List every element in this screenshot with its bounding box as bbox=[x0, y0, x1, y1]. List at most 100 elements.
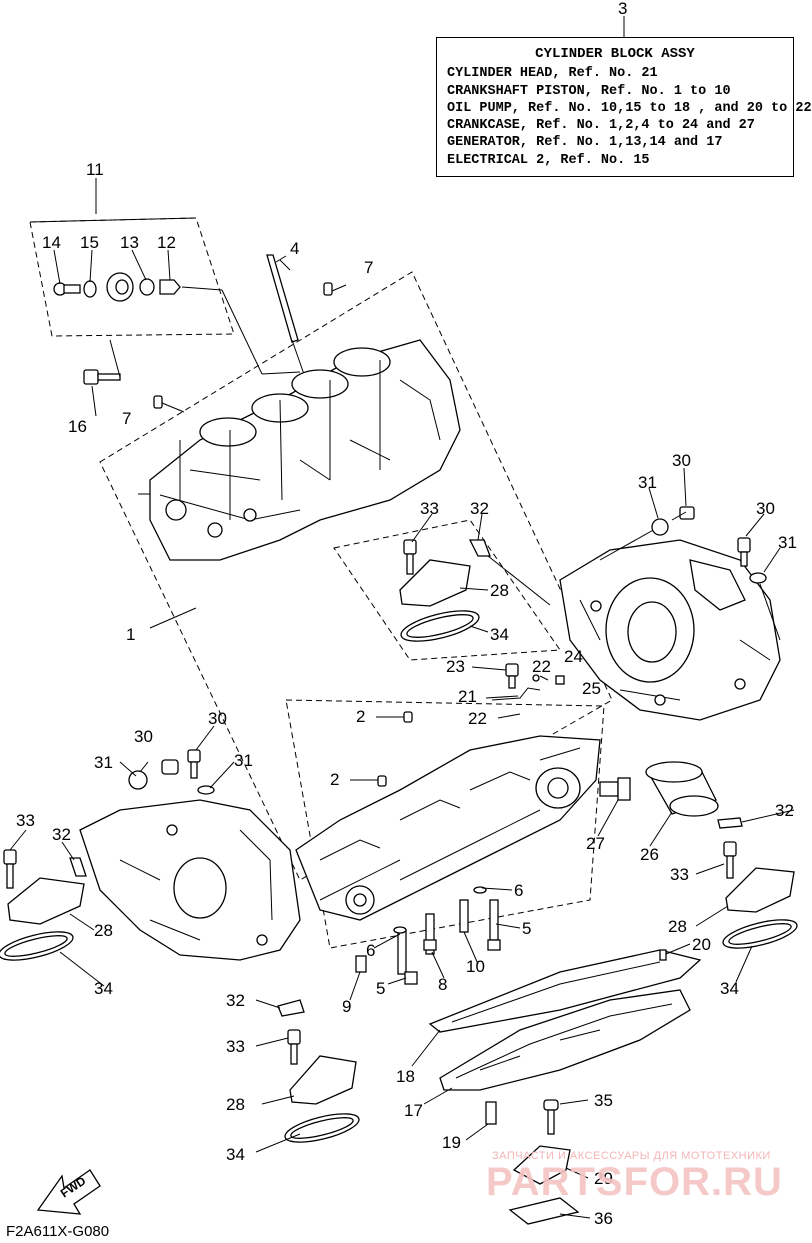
dowel-pin-20 bbox=[659, 949, 667, 961]
bolt-30-right-b bbox=[737, 537, 751, 567]
engine-mount-right bbox=[717, 817, 798, 949]
callout-33d: 33 bbox=[226, 1037, 245, 1056]
callout-33c: 33 bbox=[670, 865, 689, 884]
callout-33a: 33 bbox=[420, 499, 439, 518]
callout-32c: 32 bbox=[775, 801, 794, 820]
callout-31b: 31 bbox=[778, 533, 797, 552]
stud-bolt-4 bbox=[266, 254, 307, 381]
mount-group-outline bbox=[333, 519, 561, 661]
callout-2b: 2 bbox=[330, 770, 339, 789]
callout-28d: 28 bbox=[226, 1095, 245, 1114]
callout-30c: 30 bbox=[134, 727, 153, 746]
caption-callout: 3 bbox=[618, 0, 627, 18]
dowel-pin-7b bbox=[153, 395, 163, 409]
callout-6a: 6 bbox=[514, 881, 523, 900]
engine-mount-lower-left bbox=[277, 999, 360, 1143]
caption-line-5: GENERATOR, Ref. No. 1,13,14 and 17 bbox=[447, 135, 723, 151]
drain-bolt-19 bbox=[485, 1101, 497, 1125]
callout-33b: 33 bbox=[16, 811, 35, 830]
washer-31-left-b bbox=[197, 785, 215, 795]
dowel-pin-2b bbox=[377, 775, 387, 787]
callout-9: 9 bbox=[342, 997, 351, 1016]
callout-35: 35 bbox=[594, 1091, 613, 1110]
callout-16: 16 bbox=[68, 417, 87, 436]
callout-24: 24 bbox=[564, 647, 583, 666]
callout-32d: 32 bbox=[226, 991, 245, 1010]
oil-pressure-switch bbox=[599, 777, 631, 801]
callout-31c: 31 bbox=[94, 753, 113, 772]
callout-13: 13 bbox=[120, 233, 139, 252]
callout-10: 10 bbox=[466, 957, 485, 976]
callout-34a: 34 bbox=[490, 625, 509, 644]
oil-filter bbox=[645, 761, 719, 817]
callout-28b: 28 bbox=[94, 921, 113, 940]
watermark-tagline: ЗАПЧАСТИ И АКСЕССУАРЫ ДЛЯ МОТОТЕХНИКИ bbox=[492, 1150, 771, 1162]
callout-14: 14 bbox=[42, 233, 61, 252]
callout-22a: 22 bbox=[532, 657, 551, 676]
callout-12: 12 bbox=[157, 233, 176, 252]
callout-15: 15 bbox=[80, 233, 99, 252]
callout-21: 21 bbox=[458, 687, 477, 706]
oil-pan bbox=[439, 989, 691, 1091]
callout-numbers: 11 14 15 13 12 4 7 16 7 1 30 31 30 31 33… bbox=[16, 160, 797, 1228]
forward-direction-arrow: FWD bbox=[36, 1169, 101, 1215]
caption-line-2: CRANKSHAFT PISTON, Ref. No. 1 to 10 bbox=[447, 83, 731, 99]
washer-31-left bbox=[128, 770, 148, 790]
caption-line-6: ELECTRICAL 2, Ref. No. 15 bbox=[447, 152, 650, 168]
crankcase-cover-left bbox=[79, 799, 301, 961]
callout-7a: 7 bbox=[364, 258, 373, 277]
bolt-30-left bbox=[161, 759, 179, 775]
dowel-pin-2a bbox=[403, 711, 413, 723]
sensor-subassembly bbox=[53, 272, 301, 375]
cylinder-block bbox=[149, 339, 461, 561]
callout-32b: 32 bbox=[52, 825, 71, 844]
callout-28c: 28 bbox=[668, 917, 687, 936]
oil-pan-gasket bbox=[428, 949, 702, 1033]
callout-11: 11 bbox=[86, 160, 104, 179]
bracket-assembly-29 bbox=[508, 1099, 580, 1225]
callout-34d: 34 bbox=[226, 1145, 245, 1164]
caption-title: CYLINDER BLOCK ASSY bbox=[535, 46, 695, 62]
callout-5b: 5 bbox=[376, 979, 385, 998]
caption-line-4: CRANKCASE, Ref. No. 1,2,4 to 24 and 27 bbox=[447, 118, 755, 134]
crankcase-bolts bbox=[355, 886, 501, 985]
caption-line-1: CYLINDER HEAD, Ref. No. 21 bbox=[447, 66, 658, 82]
dowel-pin-7a bbox=[323, 282, 333, 296]
callout-32a: 32 bbox=[470, 499, 489, 518]
cylinder-block-outline bbox=[99, 271, 613, 881]
callout-20: 20 bbox=[692, 935, 711, 954]
callout-30b: 30 bbox=[756, 499, 775, 518]
callout-2a: 2 bbox=[356, 707, 365, 726]
callout-23: 23 bbox=[446, 657, 465, 676]
bolt-30-left-b bbox=[187, 749, 201, 763]
callout-27: 27 bbox=[586, 834, 605, 853]
callout-30d: 30 bbox=[208, 709, 227, 728]
callout-5a: 5 bbox=[522, 919, 531, 938]
callout-34b: 34 bbox=[94, 979, 113, 998]
callout-4: 4 bbox=[290, 239, 299, 258]
oil-pipe-assembly bbox=[491, 663, 565, 701]
callout-29: 29 bbox=[594, 1169, 613, 1188]
callout-leaders bbox=[9, 16, 795, 1219]
callout-18: 18 bbox=[396, 1067, 415, 1086]
watermark-brand: PARTSFOR.RU bbox=[486, 1160, 783, 1204]
callout-19: 19 bbox=[442, 1133, 461, 1152]
callout-31a: 31 bbox=[638, 473, 657, 492]
engine-mount-upper bbox=[399, 539, 491, 642]
callout-30a: 30 bbox=[672, 451, 691, 470]
callout-31d: 31 bbox=[234, 751, 253, 770]
callout-17: 17 bbox=[404, 1101, 423, 1120]
callout-25: 25 bbox=[582, 679, 601, 698]
callout-26: 26 bbox=[640, 845, 659, 864]
callout-6b: 6 bbox=[366, 941, 375, 960]
engine-mount-left bbox=[0, 849, 87, 961]
callout-28a: 28 bbox=[490, 581, 509, 600]
washer-31-right bbox=[651, 518, 669, 536]
callout-8: 8 bbox=[438, 975, 447, 994]
callout-36: 36 bbox=[594, 1209, 613, 1228]
caption-line-3: OIL PUMP, Ref. No. 10,15 to 18 , and 20 … bbox=[447, 100, 812, 116]
figure-code: F2A611X-G080 bbox=[6, 1223, 110, 1240]
callout-34c: 34 bbox=[720, 979, 739, 998]
crankcase bbox=[295, 735, 601, 921]
